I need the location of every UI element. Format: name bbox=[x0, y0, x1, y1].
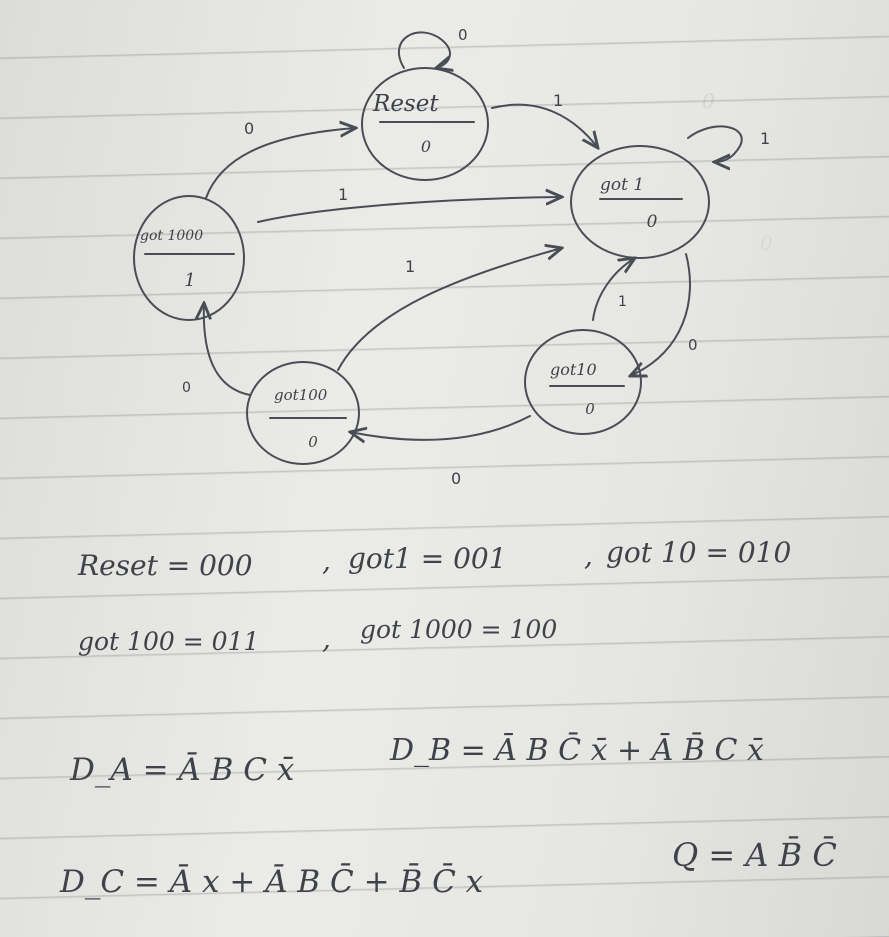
state-got10-name: got10 bbox=[550, 360, 597, 379]
label-reset-self: 0 bbox=[458, 26, 468, 44]
state-got1000-name: got 1000 bbox=[140, 228, 203, 244]
state-got1000: got 1000 1 bbox=[133, 195, 245, 321]
transition-reset-self: 0 bbox=[397, 26, 468, 68]
transition-got100-got1000: 0 bbox=[182, 303, 251, 396]
label-got1000-reset: 0 bbox=[244, 119, 254, 138]
state-got10-output: 0 bbox=[585, 400, 595, 418]
state-got1000-output: 1 bbox=[184, 270, 195, 291]
state-reset-name: Reset bbox=[372, 91, 439, 117]
label-got1-got10: 0 bbox=[688, 336, 698, 354]
encoding-got100: got 100 = 011 bbox=[78, 627, 259, 656]
label-got100-got1: 1 bbox=[405, 257, 415, 276]
transition-got10-got1: 1 bbox=[592, 258, 635, 321]
label-reset-got1: 1 bbox=[553, 91, 563, 110]
state-encoding: Reset = 000 , got1 = 001 , got 10 = 010 … bbox=[77, 536, 791, 656]
state-got1: got 1 0 bbox=[570, 145, 710, 259]
equation-db: D_B = Ā B C̄ x̄ + Ā B̄ C x̄ bbox=[389, 732, 764, 768]
label-got1-self: 1 bbox=[760, 129, 770, 148]
equation-da: D_A = Ā B C x̄ bbox=[69, 751, 295, 788]
encoding-got1: got1 = 001 bbox=[348, 542, 507, 575]
transition-got1-self: 1 bbox=[687, 125, 770, 162]
encoding-reset: Reset = 000 bbox=[77, 549, 253, 582]
state-got100: got100 0 bbox=[246, 361, 360, 465]
label-got1000-got1: 1 bbox=[338, 185, 348, 204]
state-got100-output: 0 bbox=[308, 433, 318, 451]
encoding-got1000: got 1000 = 100 bbox=[360, 615, 557, 644]
state-got1-output: 0 bbox=[647, 212, 658, 232]
equation-q: Q = A B̄ C̄ bbox=[672, 836, 837, 874]
transition-reset-got1: 1 bbox=[491, 91, 598, 148]
state-reset-output: 0 bbox=[421, 137, 431, 156]
label-got100-got1000: 0 bbox=[182, 380, 191, 396]
svg-text:,: , bbox=[322, 544, 331, 577]
equation-dc: D_C = Ā x + Ā B C̄ + B̄ C̄ x bbox=[59, 862, 484, 900]
svg-text:,: , bbox=[584, 539, 593, 572]
state-got1-name: got 1 bbox=[600, 175, 644, 195]
state-got100-name: got100 bbox=[274, 386, 328, 404]
transition-got100-got1: 1 bbox=[337, 248, 562, 371]
transition-got10-got100: 0 bbox=[350, 415, 531, 488]
encoding-got10: got 10 = 010 bbox=[606, 536, 791, 569]
svg-text:0: 0 bbox=[760, 231, 773, 255]
transition-got1000-got1: 1 bbox=[257, 185, 562, 223]
transition-got1000-reset: 0 bbox=[205, 119, 356, 199]
label-got10-got100: 0 bbox=[451, 469, 461, 488]
equations: D_A = Ā B C x̄ D_B = Ā B C̄ x̄ + Ā B̄ C … bbox=[59, 732, 837, 900]
state-reset: Reset 0 bbox=[361, 67, 489, 181]
transition-got1-got10: 0 bbox=[630, 253, 698, 376]
svg-text:,: , bbox=[322, 622, 331, 655]
state-got10: got10 0 bbox=[524, 329, 642, 435]
svg-text:0: 0 bbox=[702, 89, 715, 113]
label-got10-got1: 1 bbox=[618, 294, 627, 310]
